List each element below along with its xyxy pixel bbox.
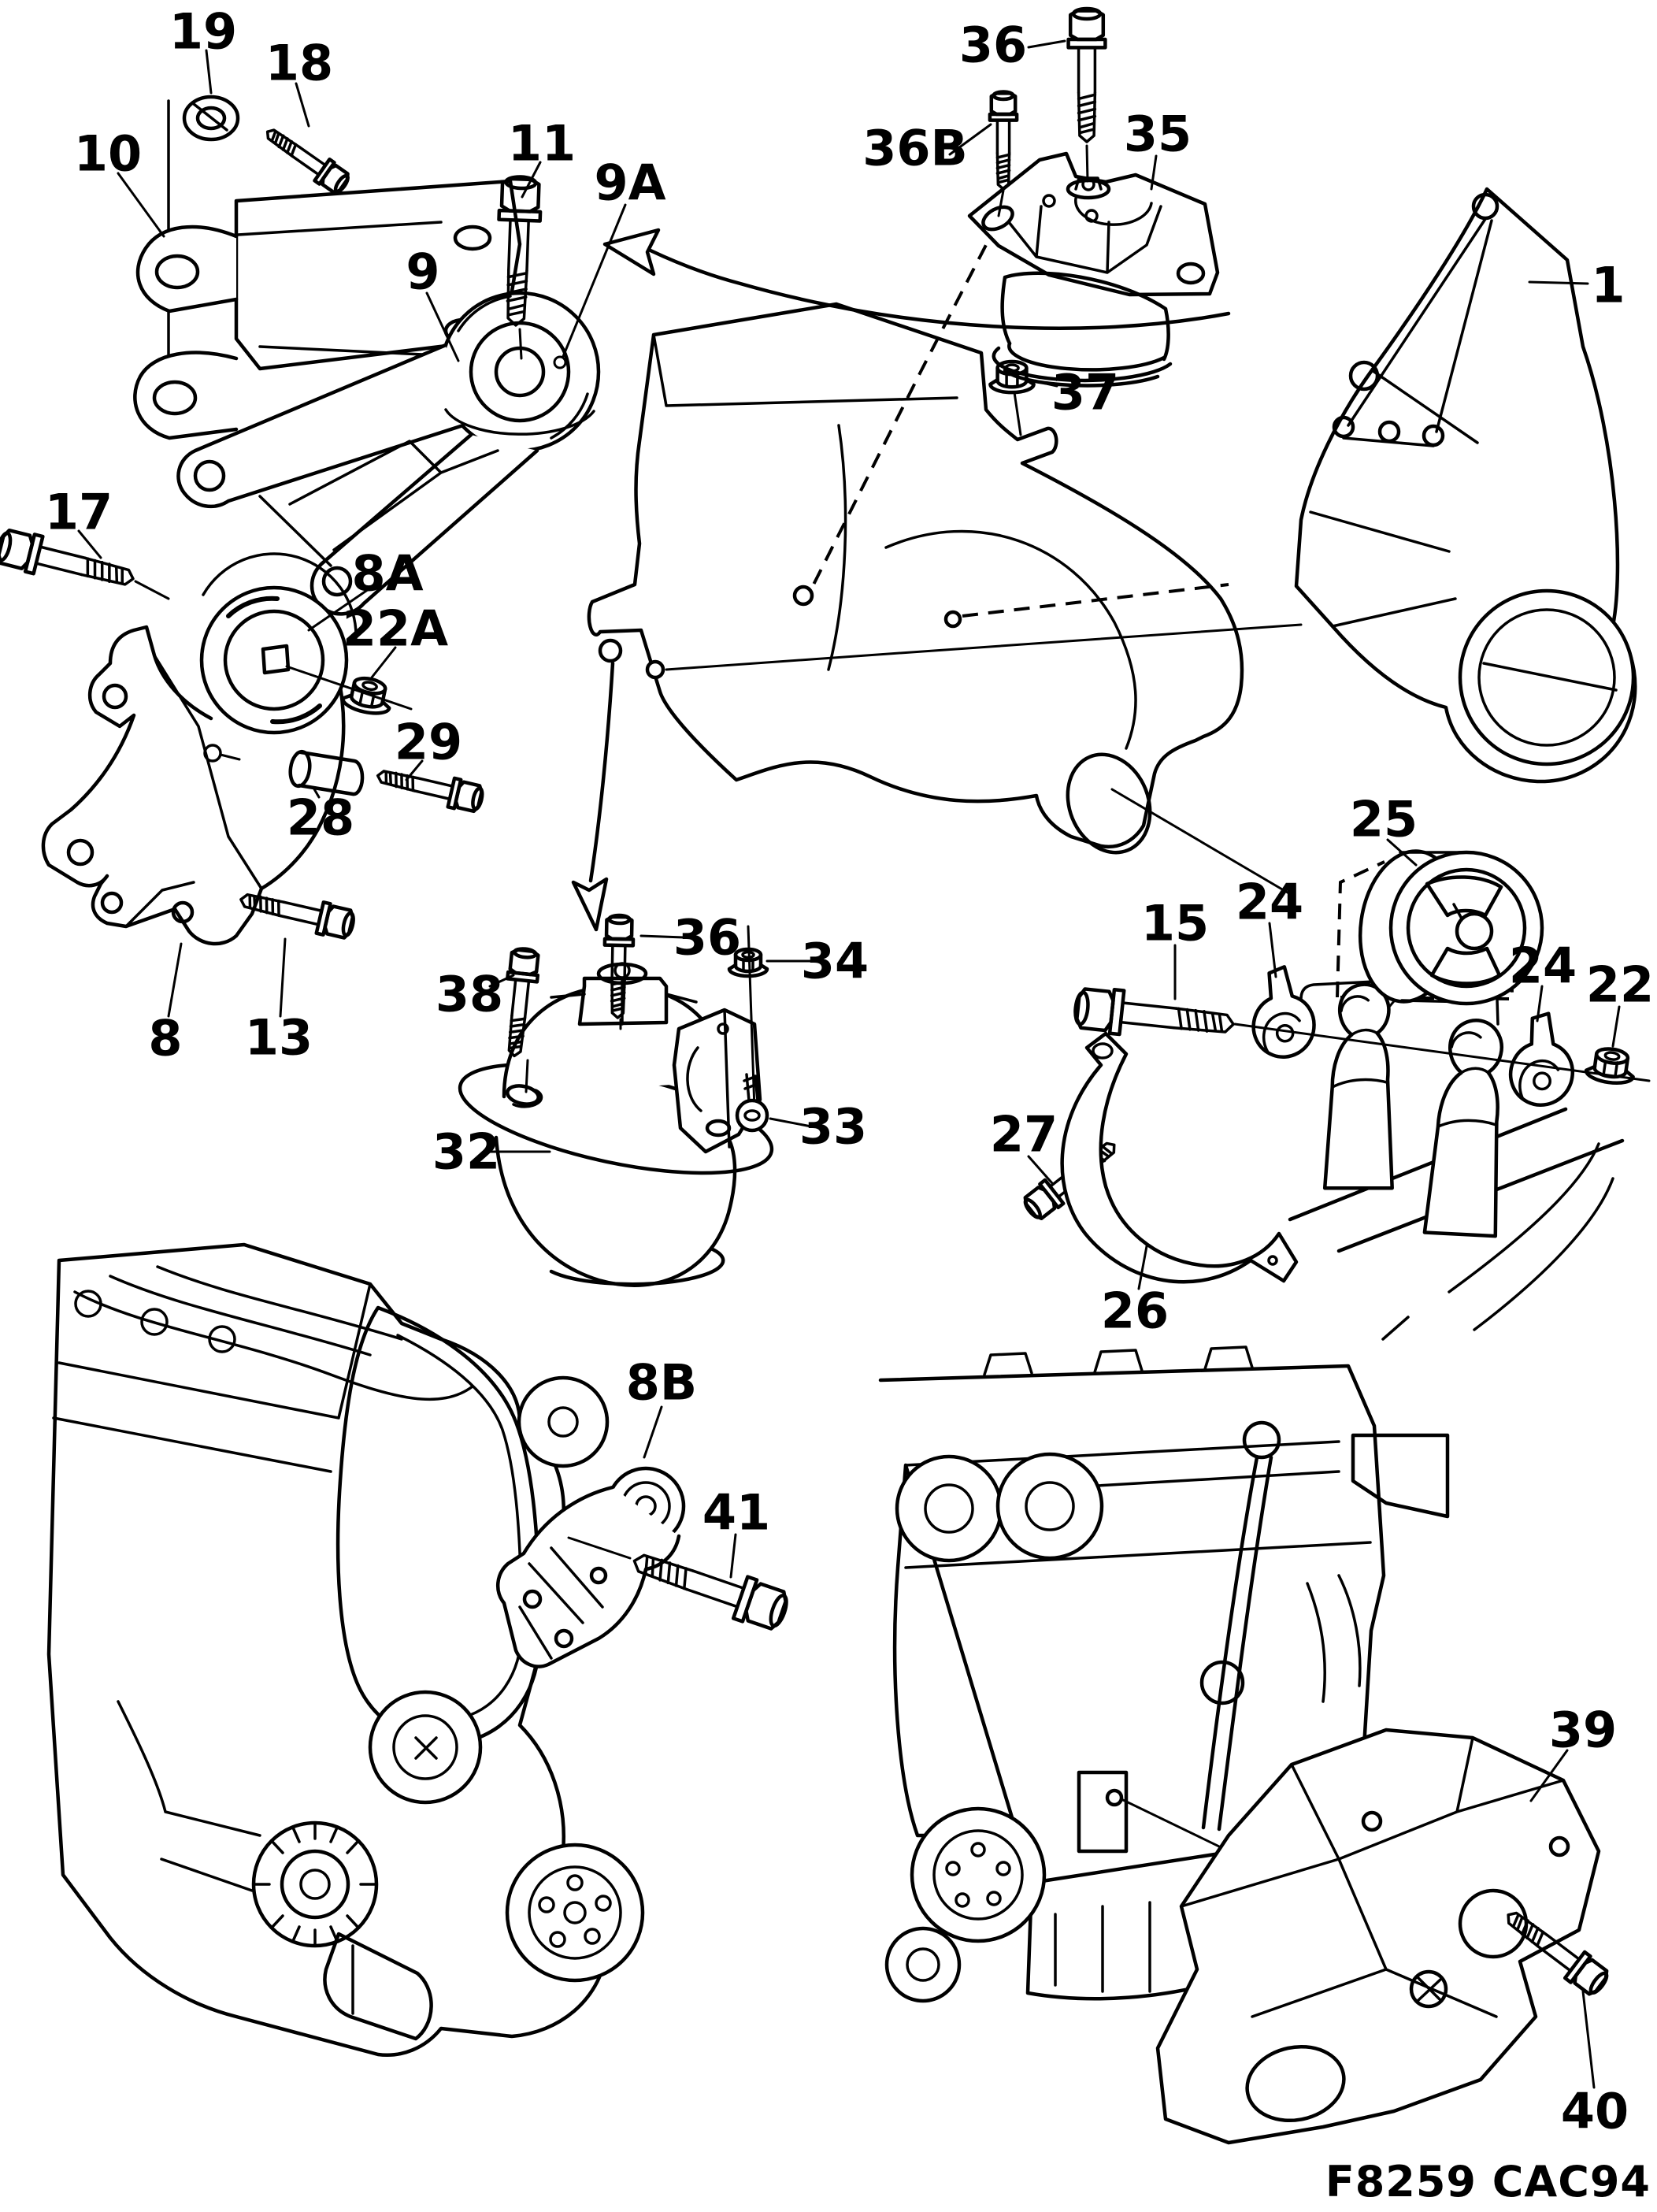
part-36-bolt-top	[1069, 9, 1106, 142]
part-label-8: 8	[148, 1010, 182, 1067]
part-label-32: 32	[432, 1123, 500, 1181]
part-18-bolt	[260, 121, 352, 197]
part-label-19: 19	[169, 3, 237, 61]
part-label-35: 35	[1124, 106, 1192, 163]
part-label-39: 39	[1549, 1702, 1617, 1759]
part-26-clamp-strap	[1060, 1031, 1299, 1284]
part-label-9A: 9A	[594, 154, 665, 212]
part-33-screw	[735, 1073, 769, 1133]
part-label-33: 33	[799, 1098, 867, 1156]
part-24-retainer-clip	[1511, 1014, 1573, 1105]
part-label-18: 18	[265, 35, 333, 92]
part-label-28: 28	[287, 789, 354, 847]
part-label-8B: 8B	[626, 1354, 697, 1412]
dashed-locator-line	[810, 221, 999, 590]
part-label-37: 37	[1051, 364, 1119, 421]
part-10-engine-bracket	[133, 99, 522, 440]
install-direction-arrow-left	[602, 228, 1231, 330]
part-36B-bolt	[990, 92, 1017, 190]
part-1-engine-bracket	[1294, 187, 1637, 784]
part-label-36: 36	[673, 909, 741, 967]
part-label-34: 34	[801, 933, 869, 990]
part-label-10: 10	[74, 125, 142, 183]
part-label-25: 25	[1350, 791, 1418, 848]
part-label-15: 15	[1141, 895, 1209, 952]
part-label-40: 40	[1561, 2083, 1629, 2140]
part-37-nut	[990, 362, 1033, 392]
subframe-mount-group	[1021, 849, 1651, 1341]
part-label-38: 38	[436, 966, 503, 1023]
engine-front-view	[46, 1242, 645, 2057]
engine-transmission-assembly	[571, 221, 1457, 1067]
part-label-1: 1	[1591, 257, 1625, 314]
subframe-fork-bracket	[1325, 985, 1392, 1189]
part-25-mount-bushing	[1358, 849, 1544, 1006]
part-39-engine-bracket	[1155, 1728, 1601, 2145]
part-label-41: 41	[702, 1484, 770, 1542]
dashed-locator-line	[962, 583, 1229, 618]
part-8A-gearbox-mount	[41, 552, 358, 946]
part-label-8A: 8A	[351, 545, 423, 603]
part-label-9: 9	[406, 243, 439, 301]
part-24-retainer-clip	[1247, 964, 1318, 1060]
part-8B-engine-mount	[496, 1466, 686, 1668]
figure-code: F8259 CAC94	[1325, 2157, 1651, 2206]
part-label-36: 36	[959, 17, 1027, 74]
part-label-27: 27	[990, 1106, 1058, 1164]
part-label-36B: 36B	[862, 120, 968, 177]
part-35-engine-mount	[967, 151, 1220, 388]
part-label-29: 29	[395, 714, 462, 771]
part-15-bolt	[1073, 985, 1236, 1046]
locator-line-bracket1	[665, 623, 1303, 671]
part-label-11: 11	[508, 115, 576, 173]
part-label-26: 26	[1101, 1282, 1169, 1340]
locator-line-mount25a	[1110, 788, 1293, 896]
part-22-nut	[1585, 1046, 1637, 1086]
part-label-22A: 22A	[343, 600, 448, 658]
part-label-22: 22	[1586, 956, 1654, 1014]
part-22A-nut	[341, 674, 395, 717]
part-label-24: 24	[1236, 874, 1303, 931]
part-label-24: 24	[1509, 937, 1577, 995]
bolt15-axis-line	[1233, 1022, 1651, 1082]
part-label-17: 17	[45, 484, 113, 541]
part-19-washer	[184, 97, 238, 139]
part-28-spacer-sleeve	[288, 749, 365, 796]
label-leader-lines	[77, 39, 1621, 2089]
part-label-13: 13	[245, 1009, 313, 1067]
install-direction-arrow-down	[571, 661, 615, 932]
